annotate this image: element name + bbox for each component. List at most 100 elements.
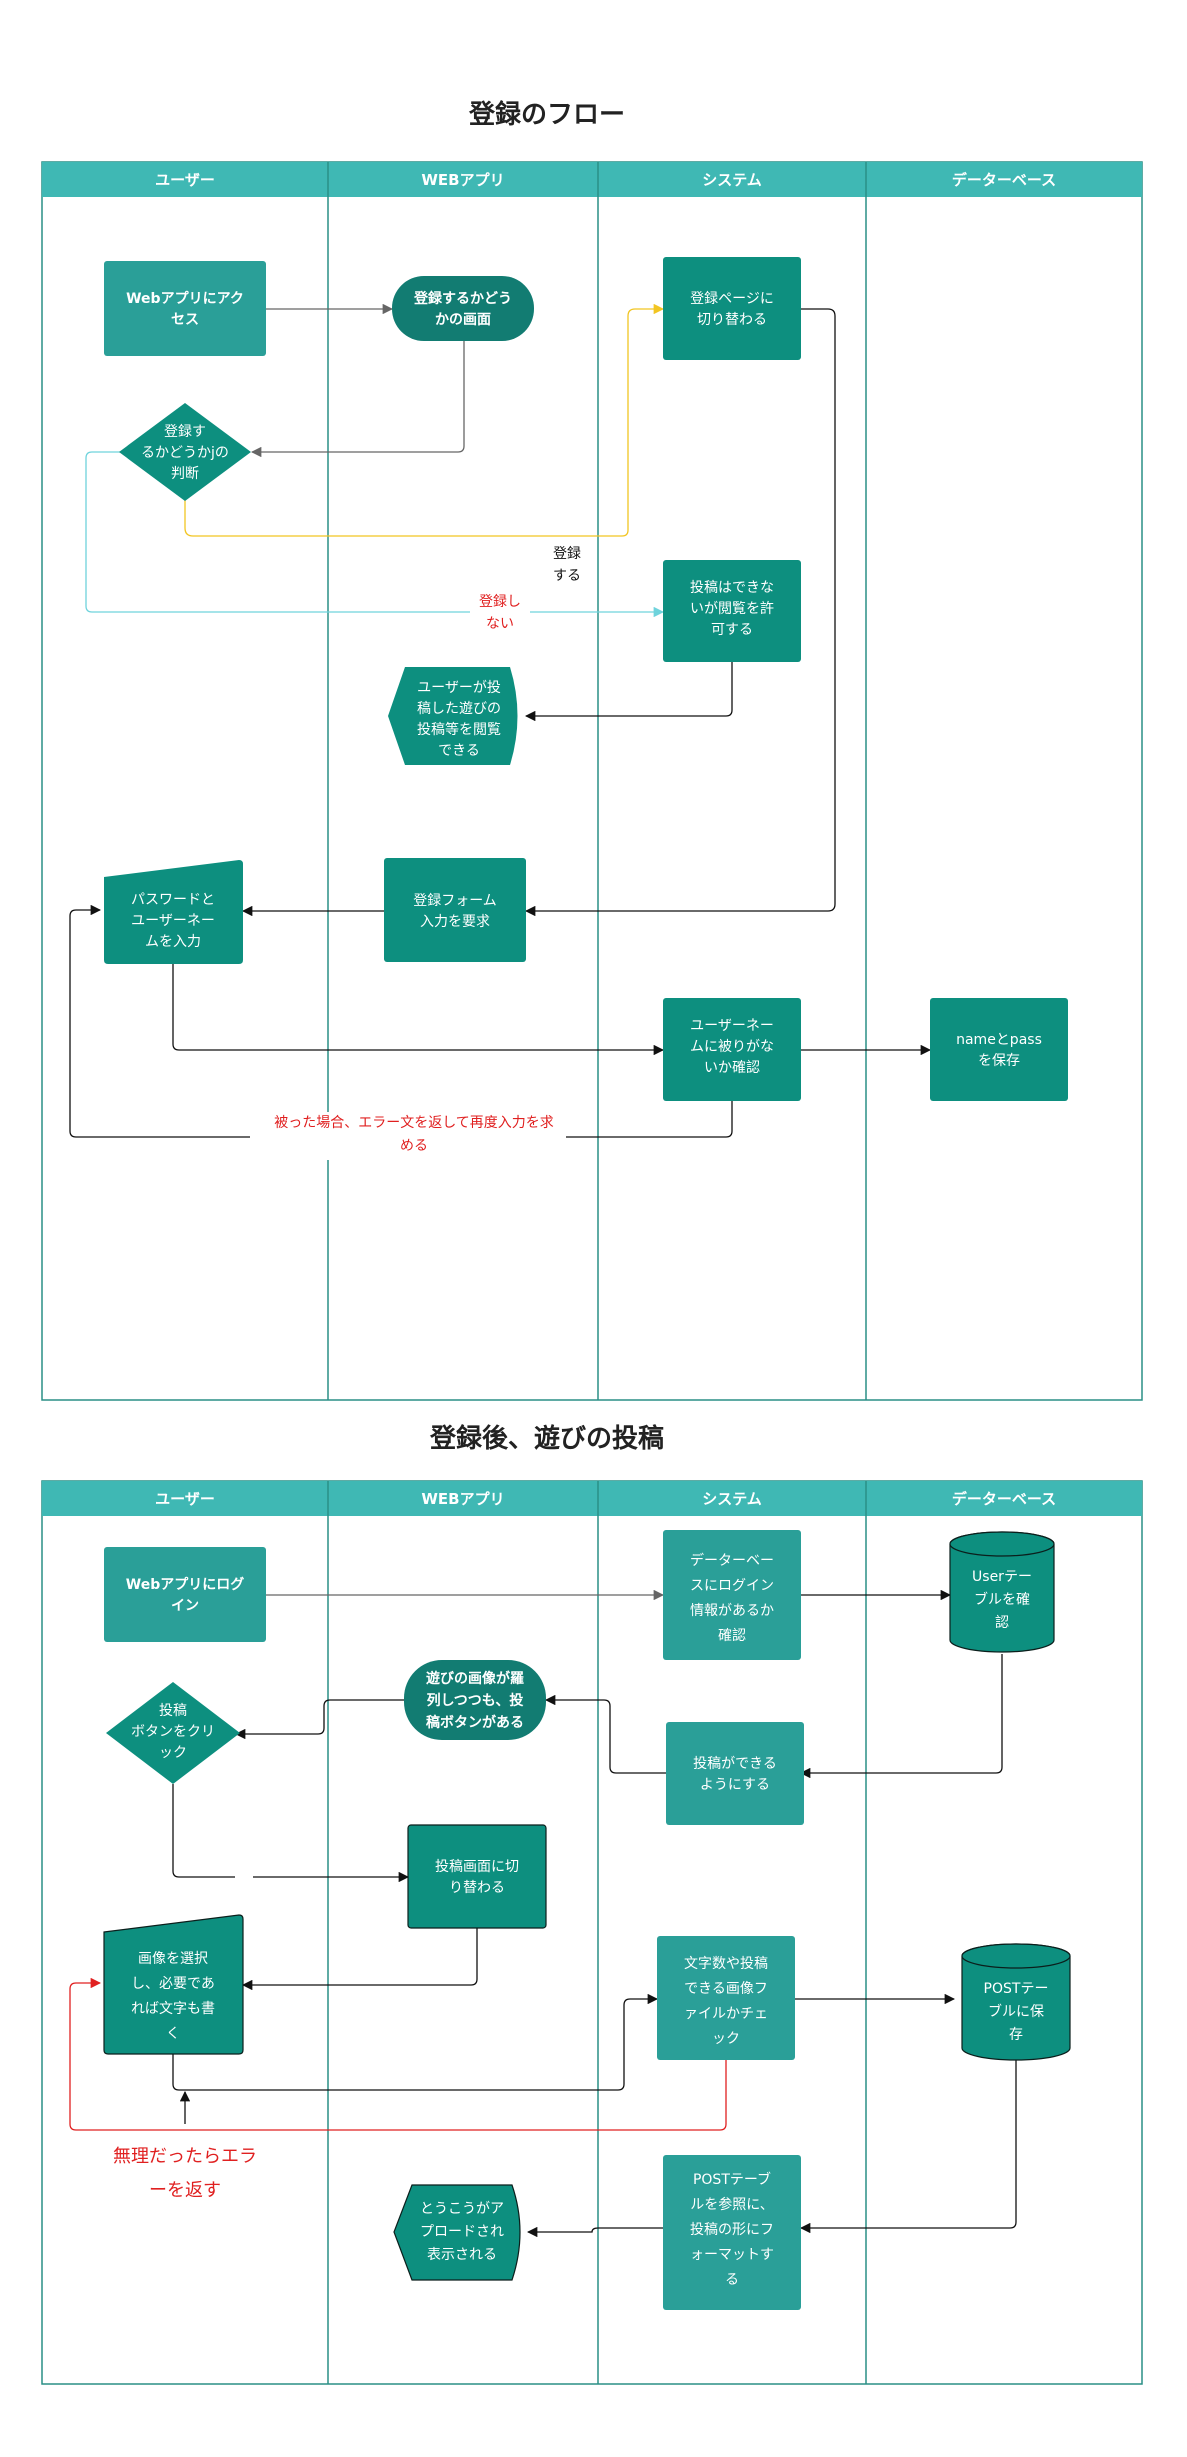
node-label: るかどうかjの xyxy=(141,445,229,461)
node-label: 投稿はできな xyxy=(690,580,774,596)
edge-label-line: 無理だったらエラ xyxy=(113,2146,257,2167)
flow-arrow xyxy=(172,963,665,1056)
rect-node xyxy=(657,1936,795,2060)
flow-arrow xyxy=(799,2054,1017,2234)
flow-arrow-not-register xyxy=(85,451,665,618)
node-access-webapp: Webアプリにアク セス xyxy=(104,261,266,356)
edge-label-line: ーを返す xyxy=(149,2180,221,2201)
node-label: POSTテーブ xyxy=(693,2171,771,2188)
node-label: 登録フォーム xyxy=(413,893,497,909)
node-label: ようにする xyxy=(700,1777,770,1793)
node-label: 判断 xyxy=(171,466,199,482)
node-label: Webアプリにアク xyxy=(126,291,244,307)
lane-header-system: システム xyxy=(702,1490,762,1508)
flow-arrow xyxy=(234,1699,408,1740)
node-label: データーベー xyxy=(690,1552,774,1569)
terminal-node xyxy=(392,276,534,341)
node-label: 情報があるか xyxy=(690,1603,774,1619)
rect-node xyxy=(407,1824,547,1929)
diamond-node xyxy=(119,403,251,501)
label-background xyxy=(470,590,530,634)
node-label: ユーザーネー xyxy=(131,913,215,929)
node-label: イン xyxy=(171,1598,199,1614)
edge-label-line: 被った場合、エラー文を返して再度入力を求 xyxy=(274,1115,554,1131)
label-background xyxy=(250,1112,566,1160)
node-label: ァイルかチェ xyxy=(684,2006,768,2022)
edge-label-line: める xyxy=(400,1138,428,1154)
edge-label-error: 無理だったらエラ ーを返す xyxy=(113,2146,257,2201)
node-label: とうこうがア xyxy=(420,2201,504,2217)
node-label: いが閲覧を許 xyxy=(690,600,774,617)
node-label: 入力を要求 xyxy=(420,914,490,930)
node-login: Webアプリにログ イン xyxy=(104,1547,266,1642)
node-label: POSTテー xyxy=(984,1981,1049,1997)
node-display-upload: とうこうがア プロードされ 表示される xyxy=(393,2184,521,2281)
terminal-node xyxy=(404,1660,546,1740)
node-label: 投稿等を閲覧 xyxy=(417,721,501,738)
node-format-post: POSTテーブ ルを参照に、 投稿の形にフ ォーマットす る xyxy=(663,2155,801,2310)
node-list-images: 遊びの画像が羅 列しつつも、投 稿ボタンがある xyxy=(404,1660,546,1740)
node-label: 確認 xyxy=(718,1628,746,1644)
database-node-top xyxy=(949,1531,1055,1557)
rect-node xyxy=(104,261,266,356)
line-gap xyxy=(235,1868,253,1886)
lane-header-bar xyxy=(42,162,1142,197)
flow-arrow-register xyxy=(184,303,665,537)
node-label: ユーザーが投 xyxy=(417,680,501,696)
node-label: ムを入力 xyxy=(145,934,201,950)
node-label: かの画面 xyxy=(435,312,491,328)
edge-label-line: する xyxy=(553,568,581,584)
lane-header-system: システム xyxy=(702,171,762,189)
node-label: れば文字も書 xyxy=(131,2001,215,2017)
node-save-credentials: nameとpass を保存 xyxy=(930,998,1068,1101)
edge-label-register: 登録 する xyxy=(553,546,581,584)
node-label: 切り替わる xyxy=(697,312,767,328)
node-label: 登録するかどう xyxy=(413,290,512,307)
node-allow-view: 投稿はできな いが閲覧を許 可する xyxy=(663,560,801,662)
node-input-password: パスワードと ユーザーネー ムを入力 xyxy=(104,860,243,964)
node-enable-post: 投稿ができる ようにする xyxy=(666,1722,804,1825)
manual-input-node xyxy=(104,860,243,964)
node-label: し、必要であ xyxy=(131,1976,215,1992)
edge-label-not-register: 登録し ない xyxy=(470,590,530,634)
rect-node xyxy=(930,998,1068,1101)
node-label: 画像を選択 xyxy=(138,1951,208,1967)
node-select-image: 画像を選択 し、必要であ れば文字も書 く xyxy=(103,1914,244,2055)
node-label: 文字数や投稿 xyxy=(684,1956,768,1972)
display-node xyxy=(388,667,518,765)
node-label: 表示される xyxy=(427,2247,497,2263)
lane-header-bar xyxy=(42,1481,1142,1516)
node-label: ブルを確 xyxy=(974,1591,1030,1608)
node-label: 投稿の形にフ xyxy=(690,2222,774,2238)
node-switch-register-page: 登録ページに 切り替わる xyxy=(663,257,801,360)
lane-header-user: ユーザー xyxy=(155,1490,215,1508)
node-label: 投稿ができる xyxy=(693,1756,777,1772)
display-node xyxy=(393,2184,521,2281)
diagram-posting-flow: 登録後、遊びの投稿 ユーザー WEBアプリ システム データーベース Webアプ… xyxy=(41,1423,1143,2385)
rect-node xyxy=(104,1547,266,1642)
node-label: く xyxy=(166,2026,180,2042)
node-label: ォーマットす xyxy=(690,2247,774,2263)
flow-arrow xyxy=(526,2226,663,2238)
flow-arrow xyxy=(524,662,733,722)
node-label: 登録す xyxy=(164,424,206,440)
node-label: ック xyxy=(712,2031,740,2047)
node-post-table: POSTテー ブルに保 存 xyxy=(961,1943,1071,2061)
flow-arrow xyxy=(799,1654,1003,1779)
node-label: できる xyxy=(438,743,480,759)
node-label: 投稿画面に切 xyxy=(435,1859,519,1875)
flow-arrow-error-return xyxy=(69,904,733,1138)
node-label: ルを参照に、 xyxy=(690,2196,774,2213)
rect-node xyxy=(663,257,801,360)
node-label: 列しつつも、投 xyxy=(427,1692,524,1709)
lane-header-user: ユーザー xyxy=(155,171,215,189)
node-check-file: 文字数や投稿 できる画像フ ァイルかチェ ック xyxy=(657,1936,795,2060)
node-label: パスワードと xyxy=(131,892,215,908)
manual-input-node xyxy=(103,1914,244,2055)
node-click-post-button: 投稿 ボタンをクリ ック xyxy=(106,1682,240,1784)
node-label: 稿した遊びの xyxy=(417,701,501,717)
node-label: 遊びの画像が羅 xyxy=(426,1670,524,1687)
diagram-title: 登録のフロー xyxy=(468,99,625,130)
node-label: プロードされ xyxy=(420,2224,504,2240)
